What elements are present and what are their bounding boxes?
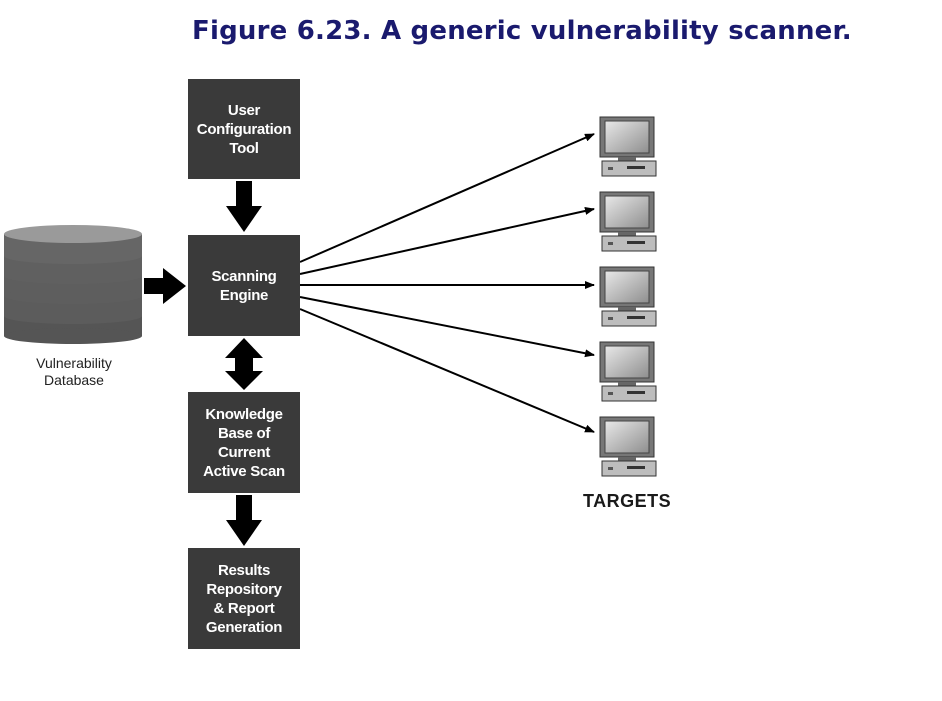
- config-to-engine-arrow: [226, 181, 262, 232]
- scan-line-5: [299, 308, 595, 433]
- figure-title: Figure 6.23. A generic vulnerability sca…: [192, 16, 852, 46]
- scan-line-4: [299, 296, 595, 358]
- database-label-line: Vulnerability: [36, 355, 112, 371]
- engine-kb-double-arrow: [225, 338, 263, 390]
- database-label-line: Database: [44, 372, 104, 388]
- scan-line-2: [299, 207, 595, 275]
- box-line: Engine: [219, 286, 269, 304]
- kb-to-results-arrow: [226, 495, 262, 546]
- user-configuration-tool-box: User Configuration Tool: [188, 79, 300, 179]
- box-line: Current: [217, 443, 271, 461]
- computer-icon: [599, 266, 657, 327]
- box-line: Scanning: [211, 267, 277, 285]
- results-repository-box: Results Repository & Report Generation: [188, 548, 300, 649]
- box-line: & Report: [213, 599, 275, 617]
- knowledge-base-box: Knowledge Base of Current Active Scan: [188, 392, 300, 493]
- box-line: Base of: [217, 424, 271, 442]
- box-line: User: [227, 101, 261, 119]
- box-line: Repository: [206, 580, 282, 598]
- box-line: Generation: [205, 618, 283, 636]
- db-disk: [4, 225, 142, 264]
- box-line: Knowledge: [205, 405, 283, 423]
- box-line: Active Scan: [203, 462, 285, 480]
- database-icon: [4, 225, 142, 344]
- box-line: Tool: [229, 139, 259, 157]
- box-line: Results: [217, 561, 271, 579]
- db-to-engine-arrow: [144, 268, 186, 304]
- targets-label: TARGETS: [583, 491, 672, 511]
- scan-line-1: [299, 133, 595, 263]
- computer-icon: [599, 341, 657, 402]
- scanning-engine-box: Scanning Engine: [188, 235, 300, 336]
- computer-icon: [599, 416, 657, 477]
- box-line: Configuration: [196, 120, 292, 138]
- database-label: Vulnerability Database: [0, 355, 148, 389]
- computer-icon: [599, 191, 657, 252]
- computer-icon: [599, 116, 657, 177]
